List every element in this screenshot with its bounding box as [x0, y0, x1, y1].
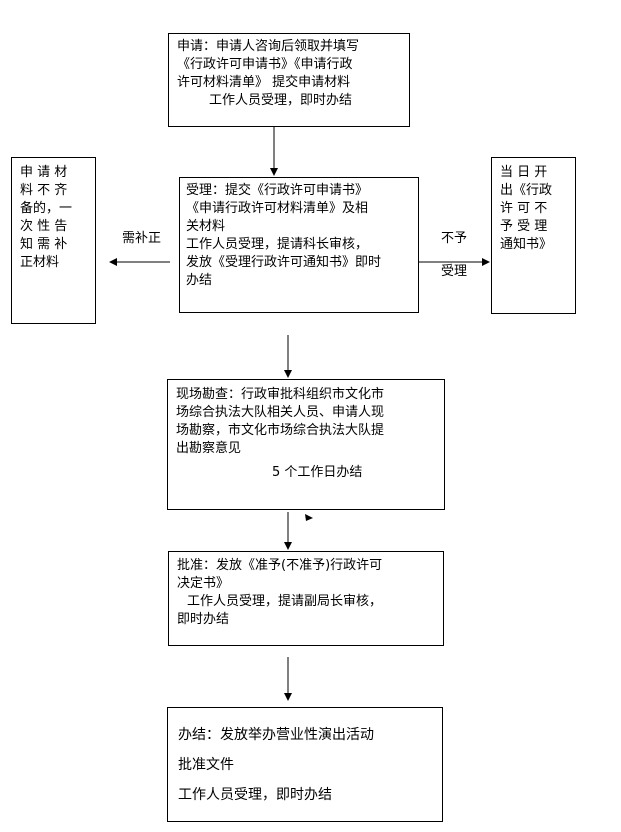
incomplete-line: 备的，一: [20, 201, 73, 216]
step-accept-line: 受理：提交《行政许可申请书》: [186, 183, 369, 198]
step-accept-line: 工作人员受理，提请科长审核，: [186, 237, 369, 252]
step-complete-line: 办结：发放举办营业性演出活动: [178, 727, 374, 743]
step-accept-line: 发放《受理行政许可通知书》即时: [186, 255, 382, 270]
step-approve-line: 即时办结: [177, 612, 230, 627]
step-approve-line: 工作人员受理，提请副局长审核，: [187, 594, 383, 609]
incomplete-line: 正材料: [20, 255, 60, 270]
step-approve-box: 批准：发放《准予(不准予)行政许可 决定书》 工作人员受理，提请副局长审核， 即…: [168, 551, 444, 646]
step-accept-box: 受理：提交《行政许可申请书》 《申请行政许可材料清单》及相 关材料 工作人员受理…: [179, 177, 419, 313]
step-apply-line: 申请：申请人咨询后领取并填写: [177, 39, 360, 54]
reject-line: 予 受 理: [500, 219, 548, 234]
step-inspect-box: 现场勘查：行政审批科组织市文化市 场综合执法大队相关人员、申请人现 场勘察，市文…: [167, 379, 445, 510]
stray-arrow-mark: [305, 514, 313, 521]
step-complete-box: 办结：发放举办营业性演出活动 批准文件 工作人员受理，即时办结: [167, 707, 443, 822]
reject-notice-box: 当 日 开 出《行政 许 可 不 予 受 理 通知书》: [491, 157, 576, 314]
step-apply-line: 工作人员受理，即时办结: [209, 93, 353, 108]
step-complete-line: 批准文件: [178, 757, 234, 773]
reject-label-line1: 不予: [441, 231, 468, 246]
reject-line: 出《行政: [500, 183, 553, 198]
step-inspect-line: 5 个工作日办结: [272, 465, 363, 480]
step-inspect-line: 出勘察意见: [176, 441, 242, 456]
step-inspect-line: 现场勘查：行政审批科组织市文化市: [176, 387, 385, 402]
incomplete-line: 知 需 补: [20, 237, 68, 252]
step-accept-line: 关材料: [186, 219, 226, 234]
reject-label-line2: 受理: [441, 264, 468, 279]
reject-line: 当 日 开: [500, 165, 548, 180]
step-accept-line: 办结: [186, 273, 213, 288]
step-inspect-line: 场综合执法大队相关人员、申请人现: [176, 405, 385, 420]
incomplete-line: 料 不 齐: [20, 183, 68, 198]
reject-line: 许 可 不: [500, 201, 548, 216]
step-complete-line: 工作人员受理，即时办结: [178, 787, 332, 803]
need-supplement-label: 需补正: [122, 231, 162, 246]
step-apply-line: 《行政许可申请书》《申请行政: [177, 57, 353, 72]
step-approve-line: 决定书》: [177, 576, 230, 591]
step-approve-line: 批准：发放《准予(不准予)行政许可: [177, 558, 383, 573]
incomplete-materials-box: 申 请 材 料 不 齐 备的，一 次 性 告 知 需 补 正材料: [11, 157, 96, 324]
reject-line: 通知书》: [500, 237, 553, 252]
incomplete-line: 申 请 材: [20, 165, 68, 180]
step-apply-line: 许可材料清单》 提交申请材料: [177, 75, 351, 90]
incomplete-line: 次 性 告: [20, 219, 68, 234]
step-accept-line: 《申请行政许可材料清单》及相: [186, 201, 369, 216]
step-inspect-line: 场勘察，市文化市场综合执法大队提: [176, 423, 385, 438]
step-apply-box: 申请：申请人咨询后领取并填写 《行政许可申请书》《申请行政 许可材料清单》 提交…: [168, 33, 410, 127]
